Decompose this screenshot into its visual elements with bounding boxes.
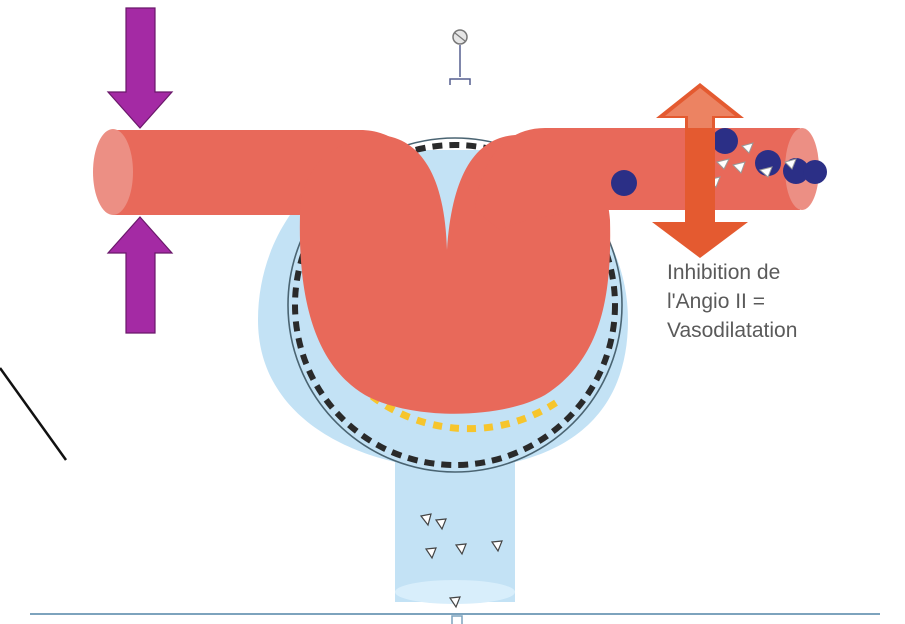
baseline-tick: [452, 616, 462, 624]
compression-arrow-up: [108, 217, 172, 333]
angiotensin-caption: Inhibition de l'Angio II = Vasodilatatio…: [667, 258, 897, 345]
caption-line-2: l'Angio II =: [667, 287, 897, 316]
diagonal-line: [0, 368, 66, 460]
dark-particle: [803, 160, 827, 184]
pin-marker-icon: [450, 30, 470, 85]
caption-line-1: Inhibition de: [667, 258, 897, 287]
dark-particle: [611, 170, 637, 196]
compression-arrow-down: [108, 8, 172, 128]
afferent-opening: [93, 129, 133, 215]
caption-line-3: Vasodilatation: [667, 316, 897, 345]
dark-particle: [712, 128, 738, 154]
